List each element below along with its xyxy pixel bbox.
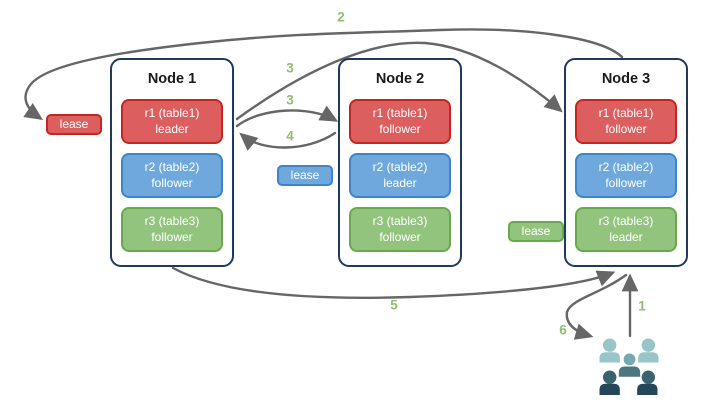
step-label-6: 6: [559, 322, 567, 338]
node-3-replica-r1: r1 (table1) follower: [575, 99, 677, 144]
replica-name: r3 (table3): [598, 213, 654, 228]
step-label-3a: 3: [286, 60, 294, 76]
node-2-title: Node 2: [375, 71, 425, 87]
replica-role: follower: [605, 121, 647, 136]
users-group-icon: [599, 338, 659, 395]
node-2-replica-r2: r2 (table2) leader: [349, 153, 451, 198]
replica-name: r1 (table1): [598, 105, 654, 120]
node-3-title: Node 3: [601, 71, 651, 87]
lease-badge-table3: lease: [508, 221, 564, 242]
node-2-replica-r3: r3 (table3) follower: [349, 207, 451, 252]
node-3-replica-r3: r3 (table3) leader: [575, 207, 677, 252]
step-label-3b: 3: [286, 92, 294, 108]
replica-name: r2 (table2): [598, 159, 654, 174]
replica-role: leader: [609, 229, 643, 244]
step-label-5: 5: [390, 297, 398, 313]
arrow-step-3-node1-to-node2: [235, 105, 339, 128]
lease-badge-table2: lease: [277, 165, 333, 186]
replica-role: follower: [379, 229, 421, 244]
node-1-replica-r3: r3 (table3) follower: [121, 207, 223, 252]
replica-role: leader: [383, 175, 417, 190]
step-label-1: 1: [638, 298, 646, 314]
replica-name: r1 (table1): [372, 105, 428, 120]
replica-role: follower: [151, 175, 193, 190]
replica-role: follower: [379, 121, 421, 136]
step-label-4: 4: [286, 128, 294, 144]
lease-badge-table1: lease: [46, 114, 102, 135]
node-3: Node 3 r1 (table1) follower r2 (table2) …: [564, 58, 688, 267]
node-1-replica-r2: r2 (table2) follower: [121, 153, 223, 198]
node-1-title: Node 1: [147, 71, 197, 87]
node-1: Node 1 r1 (table1) leader r2 (table2) fo…: [110, 58, 234, 267]
replica-name: r1 (table1): [144, 105, 200, 120]
node-2: Node 2 r1 (table1) follower r2 (table2) …: [338, 58, 462, 267]
replica-name: r3 (table3): [144, 213, 200, 228]
node-1-replica-r1: r1 (table1) leader: [121, 99, 223, 144]
replica-name: r2 (table2): [372, 159, 428, 174]
replica-role: follower: [151, 229, 193, 244]
replica-name: r3 (table3): [372, 213, 428, 228]
replica-name: r2 (table2): [144, 159, 200, 174]
arrow-step-6-node3-to-clients: [565, 273, 628, 340]
node-3-replica-r2: r2 (table2) follower: [575, 153, 677, 198]
node-2-replica-r1: r1 (table1) follower: [349, 99, 451, 144]
replica-role: leader: [155, 121, 189, 136]
arrow-step-5-node1-to-node3: [171, 266, 616, 300]
replica-role: follower: [605, 175, 647, 190]
step-label-2: 2: [337, 9, 345, 25]
